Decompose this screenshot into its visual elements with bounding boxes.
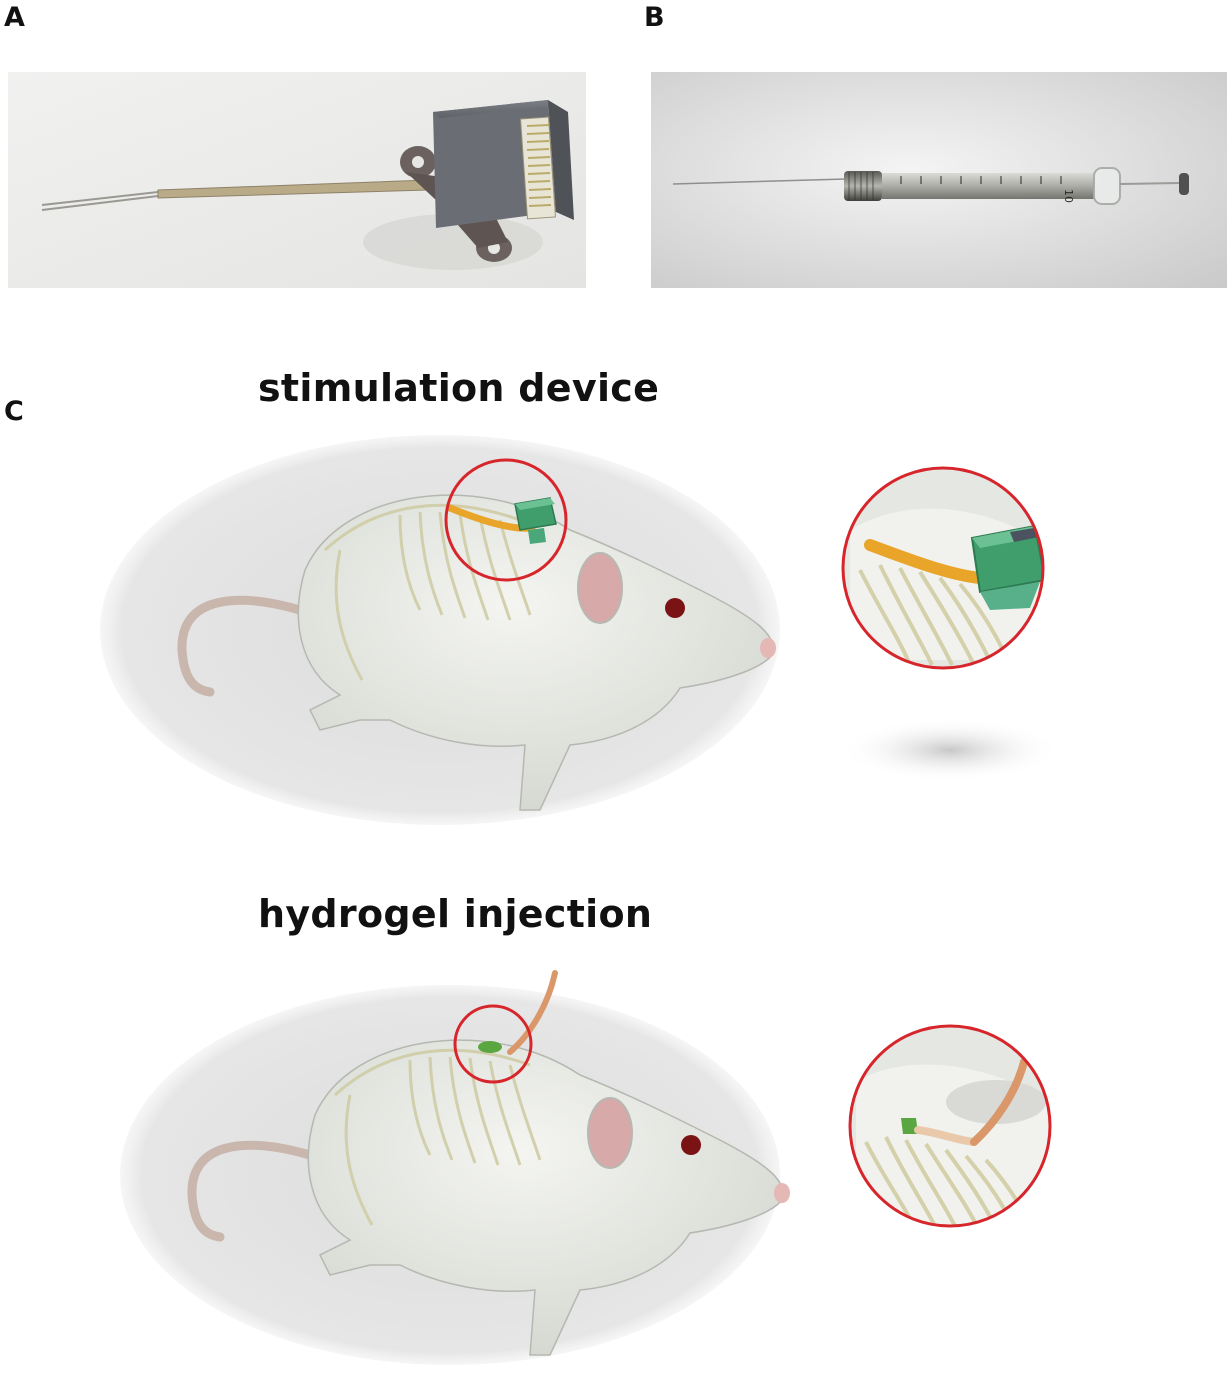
hydrogel-rat-illustration: [110, 955, 830, 1375]
eye-icon: [665, 598, 685, 618]
skeleton-icon: [323, 503, 532, 681]
zoom-circle-hydrogel: [848, 1024, 1052, 1228]
syringe-hub-icon: [844, 171, 882, 201]
hydrogel-deposit-icon: [478, 1041, 502, 1053]
stimulation-device-icon: [514, 497, 557, 544]
panel-label-c: C: [4, 396, 24, 427]
nose-icon: [760, 638, 776, 658]
syringe-photo: 10: [651, 72, 1227, 288]
syringe-barrel-icon: 10: [882, 173, 1094, 203]
panel-label-b: B: [644, 2, 665, 33]
stimulation-title: stimulation device: [258, 366, 660, 410]
zoom-hydrogel-icon: [901, 1118, 918, 1134]
hydrogel-zoom-inset: [846, 1022, 1058, 1234]
ear-icon-2: [587, 1097, 633, 1169]
stimulation-rat-illustration: [100, 420, 820, 840]
zoom-electrode-icon: [864, 539, 986, 584]
syringe-scale-label: 10: [1062, 189, 1075, 203]
skeleton-icon-2: [333, 1048, 542, 1226]
eye-icon-2: [681, 1135, 701, 1155]
zoom-device-icon: [970, 524, 1043, 610]
injection-needle-icon: [507, 970, 558, 1055]
panel-label-a: A: [4, 2, 25, 33]
hydrogel-title: hydrogel injection: [258, 892, 653, 936]
stimulation-device-photo: [8, 72, 586, 288]
nose-icon-2: [774, 1183, 790, 1203]
zoom-circle-stimulation: [841, 466, 1045, 670]
highlight-circle-hydrogel: [453, 1004, 533, 1084]
syringe-plunger-icon: [1093, 167, 1189, 205]
stimulation-zoom-inset: [840, 460, 1070, 790]
ear-icon: [577, 552, 623, 624]
zoom-needle-icon: [970, 1058, 1028, 1146]
highlight-circle-stimulation: [444, 458, 568, 582]
connector-box-icon: [433, 100, 574, 228]
